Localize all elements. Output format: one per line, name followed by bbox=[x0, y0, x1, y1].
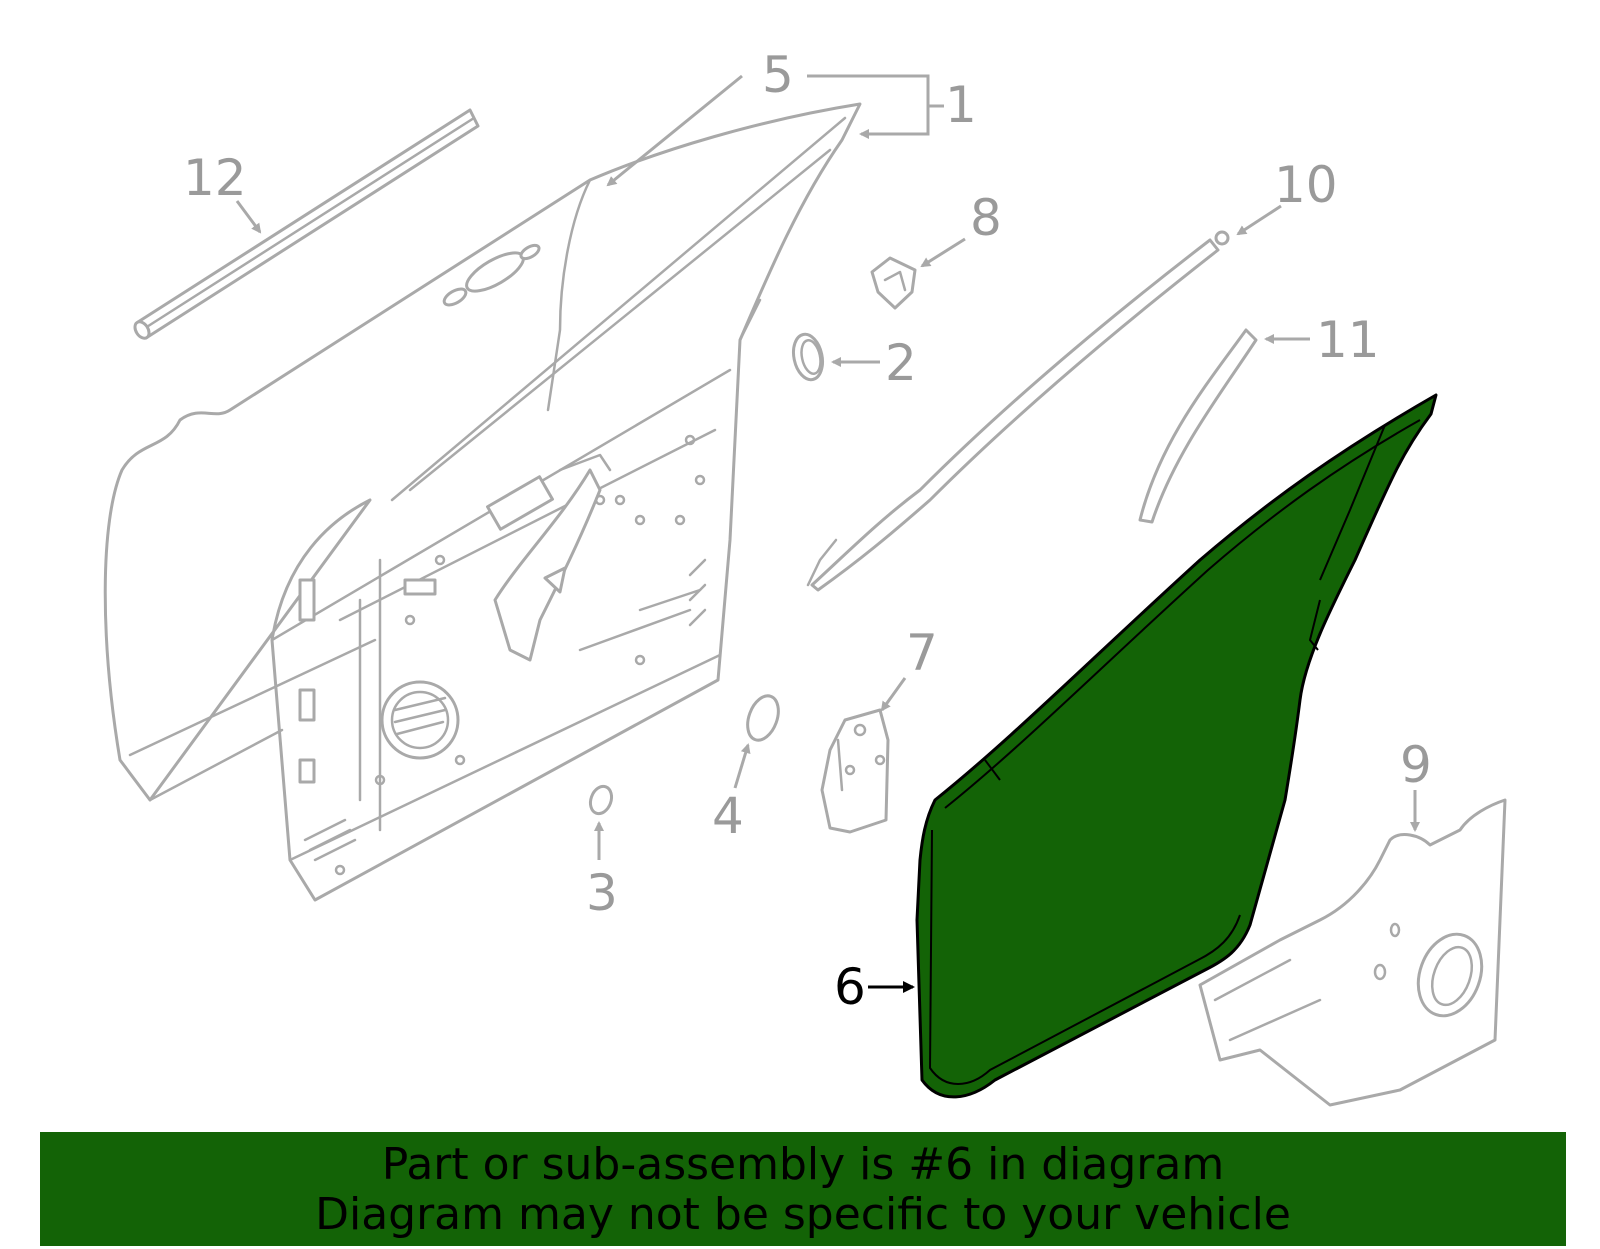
leader-lines bbox=[235, 74, 1420, 993]
notice-banner: Part or sub-assembly is #6 in diagram Di… bbox=[40, 1132, 1566, 1246]
callout-4: 4 bbox=[712, 787, 744, 845]
callout-6: 6 bbox=[834, 958, 866, 1016]
callout-8: 8 bbox=[970, 189, 1002, 247]
callout-2: 2 bbox=[885, 334, 917, 392]
part-9-panel bbox=[1198, 798, 1507, 1107]
callout-7: 7 bbox=[906, 624, 938, 682]
banner-line-2: Diagram may not be specific to your vehi… bbox=[315, 1189, 1291, 1240]
callout-11: 11 bbox=[1316, 311, 1380, 369]
part-8-bracket bbox=[870, 256, 917, 310]
part-4-grommet bbox=[746, 694, 780, 742]
callout-5: 5 bbox=[762, 46, 794, 104]
part-11-channel bbox=[1138, 328, 1258, 524]
callout-12: 12 bbox=[183, 149, 247, 207]
part-7-bracket bbox=[820, 708, 890, 834]
part-2-plug bbox=[791, 332, 825, 382]
callout-3: 3 bbox=[586, 864, 618, 922]
callout-9: 9 bbox=[1400, 736, 1432, 794]
callout-1: 1 bbox=[945, 76, 977, 134]
part-12-belt-molding bbox=[133, 108, 480, 340]
callout-10: 10 bbox=[1274, 156, 1338, 214]
part-3-grommet bbox=[588, 784, 614, 816]
part-6-door-weatherstrip bbox=[915, 393, 1438, 1099]
part-1-door-shell bbox=[103, 102, 862, 902]
part-10-weatherstrip bbox=[806, 230, 1230, 592]
banner-line-1: Part or sub-assembly is #6 in diagram bbox=[381, 1139, 1225, 1190]
